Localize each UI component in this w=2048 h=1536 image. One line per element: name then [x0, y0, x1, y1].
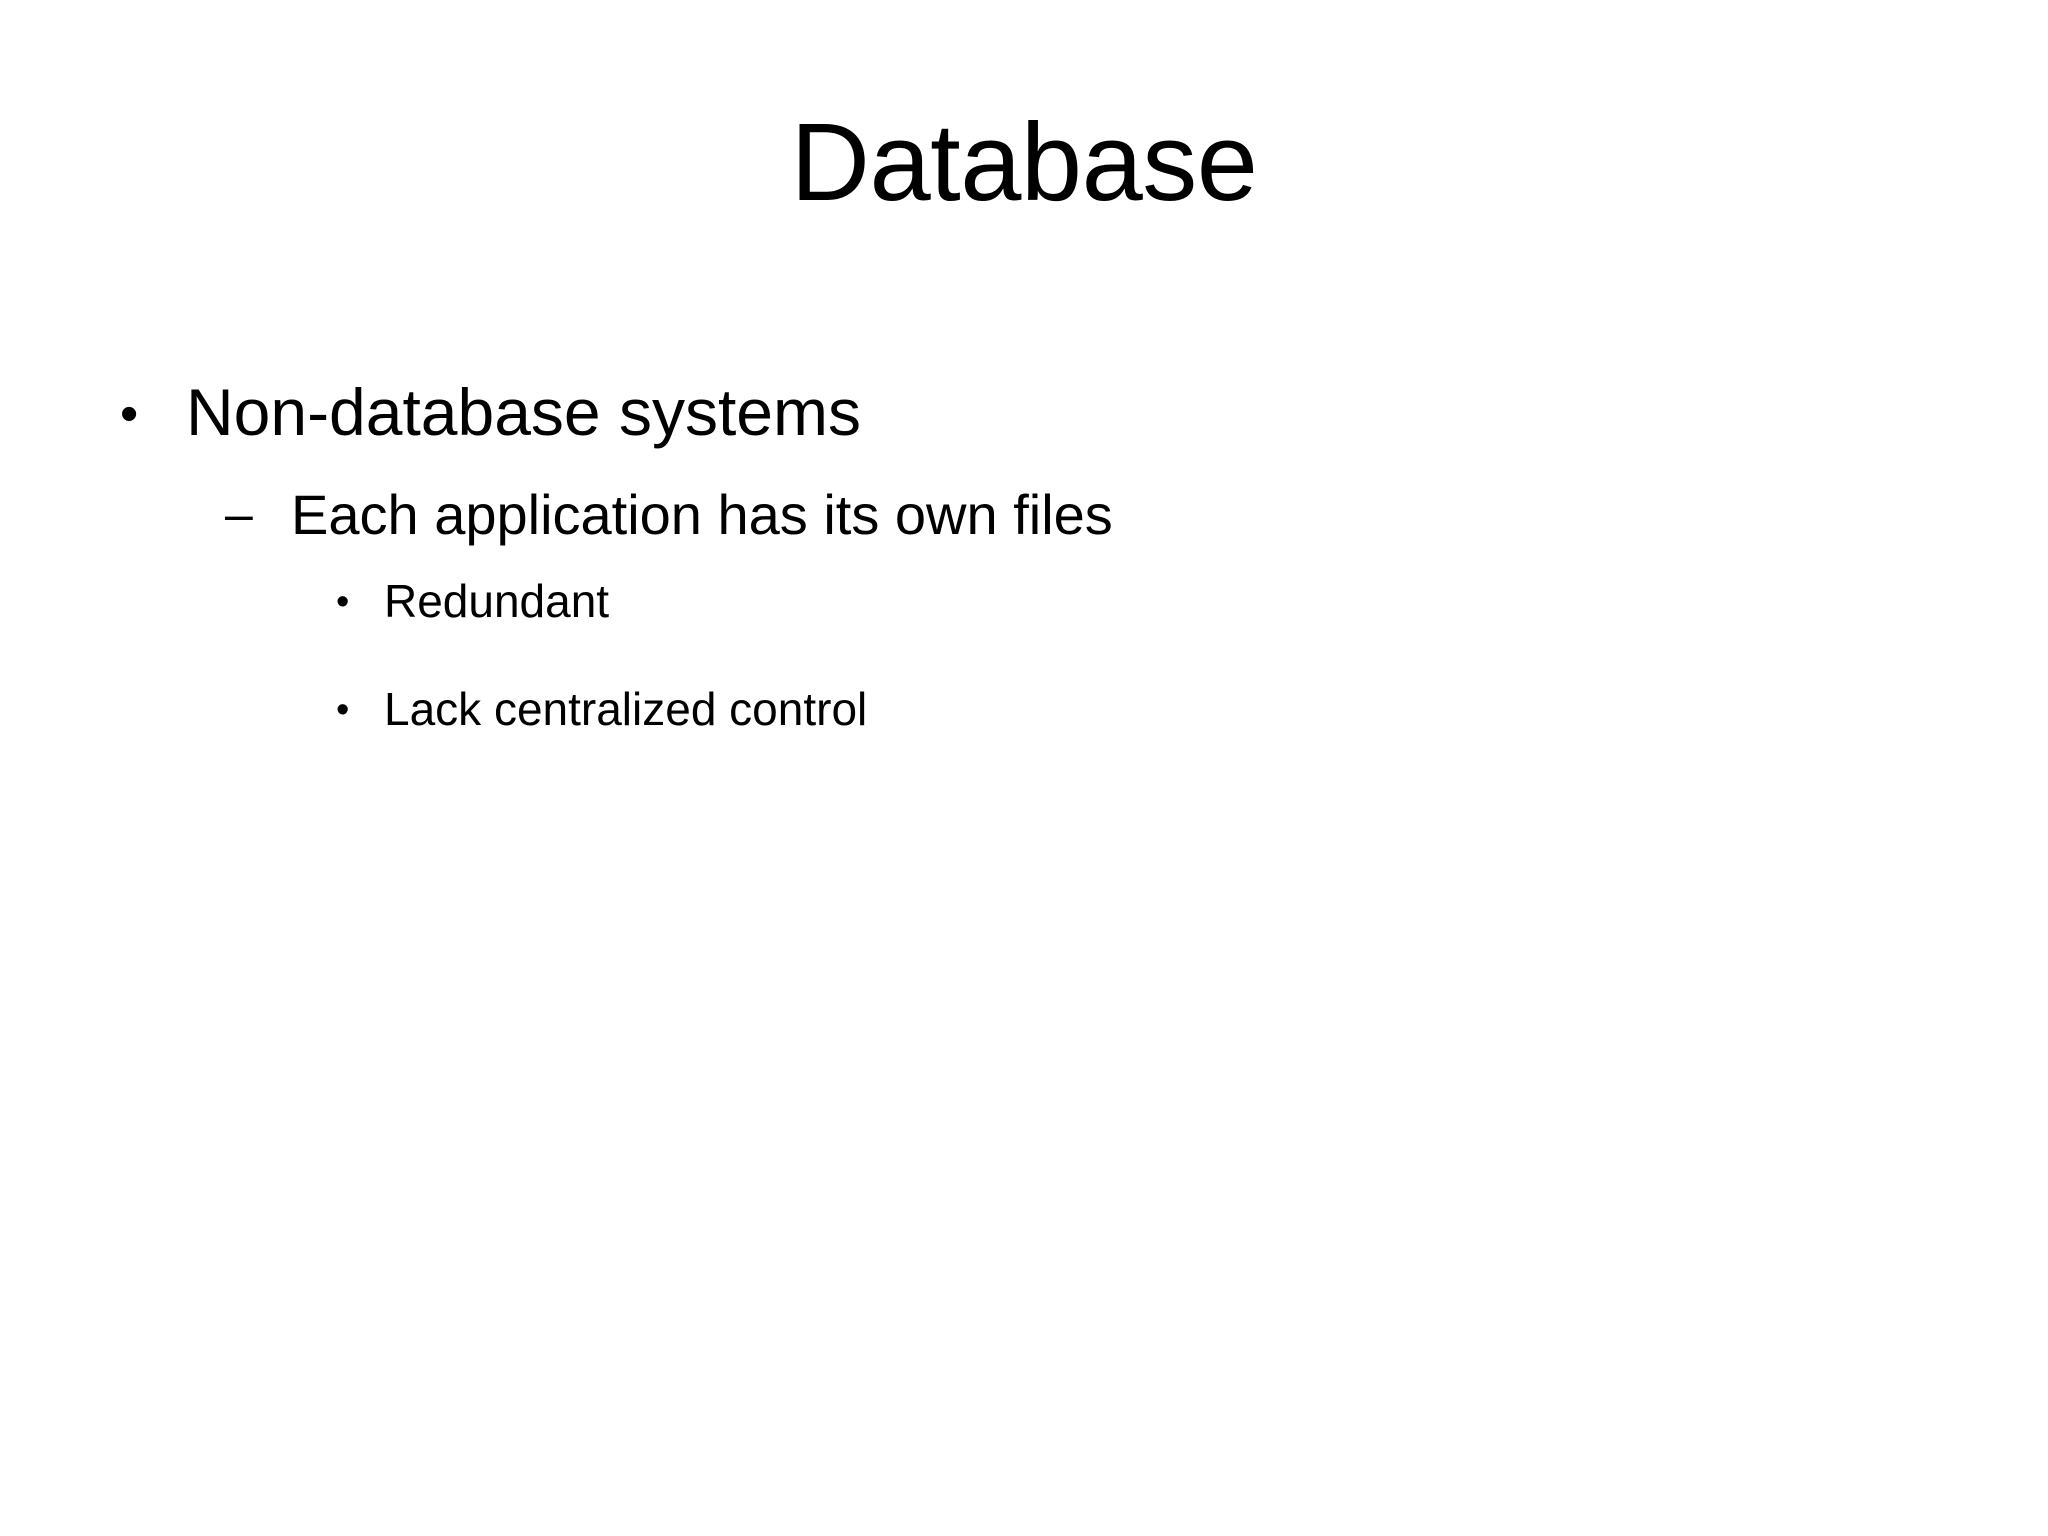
dash-bullet-icon: –	[225, 485, 253, 542]
list-item: – Each application has its own files	[0, 481, 2048, 549]
list-item: • Non-database systems	[0, 372, 2048, 453]
page-title: Database	[790, 101, 1258, 224]
disc-bullet-icon: •	[120, 385, 139, 443]
disc-bullet-icon: •	[336, 580, 350, 623]
disc-bullet-icon: •	[336, 688, 350, 731]
list-item-label: Lack centralized control	[384, 682, 868, 735]
list-item: • Lack centralized control	[0, 681, 2048, 737]
slide-body-content: • Non-database systems – Each applicatio…	[0, 372, 2048, 737]
list-item-label: Redundant	[384, 574, 610, 627]
list-item-label: Non-database systems	[186, 375, 861, 449]
list-item: • Redundant	[0, 573, 2048, 629]
list-item-label: Each application has its own files	[291, 482, 1113, 546]
